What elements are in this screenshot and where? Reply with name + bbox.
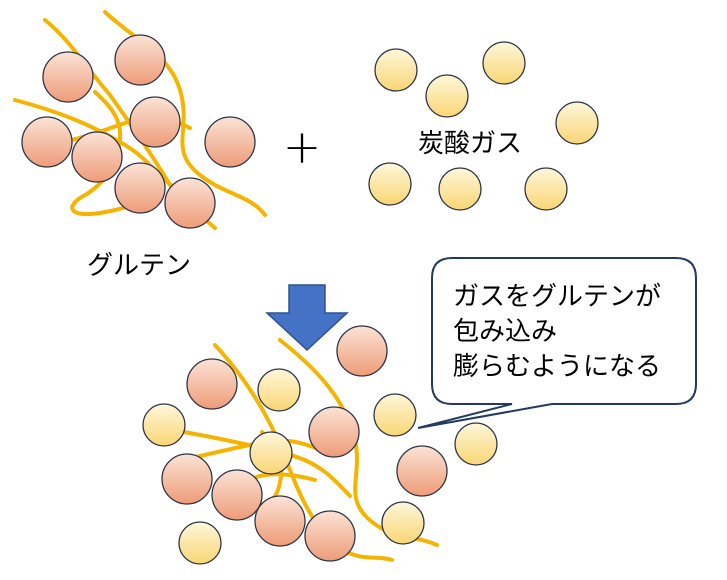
gluten-ball [114,162,166,214]
gluten-ball [161,453,213,505]
gluten-ball [129,96,181,148]
callout-bubble [417,257,697,429]
gluten-ball [336,325,388,377]
gluten-ball [114,34,166,86]
gas-ball [425,74,469,118]
gas-ball [454,422,498,466]
gluten-balls [21,34,256,229]
gluten-ball [21,116,73,168]
callout: ガスをグルテンが 包み込み 膨らむようになる [417,257,697,429]
gluten-label: グルテン [87,251,191,281]
gas-ball [438,167,482,211]
combined-gas-balls [142,368,498,565]
gluten-strand [70,90,154,217]
gas-ball [524,167,568,211]
gas-ball [555,101,599,145]
gluten-strand [213,343,394,562]
combined-group [142,325,498,565]
gas-ball [142,403,186,447]
gas-ball [381,501,425,545]
gluten-ball [71,131,123,183]
callout-line-3: 膨らむようになる [453,352,661,382]
gluten-ball [254,495,306,547]
plus-sign: + [283,120,322,174]
gas-ball [257,368,301,412]
gas-ball [482,41,526,85]
gas-ball [368,162,412,206]
gluten-ball [42,51,94,103]
co2-label: 炭酸ガス [418,129,522,159]
gluten-ball [308,406,360,458]
gluten-ball [164,177,216,229]
gas-group [368,41,599,211]
gluten-ball [204,116,256,168]
gluten-ball [304,510,356,562]
gluten-group [13,10,267,230]
gas-ball [249,431,293,475]
gluten-ball [396,445,448,497]
down-arrow-icon [265,284,349,352]
gas-ball [374,48,418,92]
gas-ball [373,393,417,437]
gas-ball [178,521,222,565]
gluten-ball [211,469,263,521]
combined-gluten-balls [161,325,448,562]
callout-line-2: 包み込み [453,317,557,347]
callout-line-1: ガスをグルテンが [453,282,661,312]
gluten-ball [186,358,238,410]
